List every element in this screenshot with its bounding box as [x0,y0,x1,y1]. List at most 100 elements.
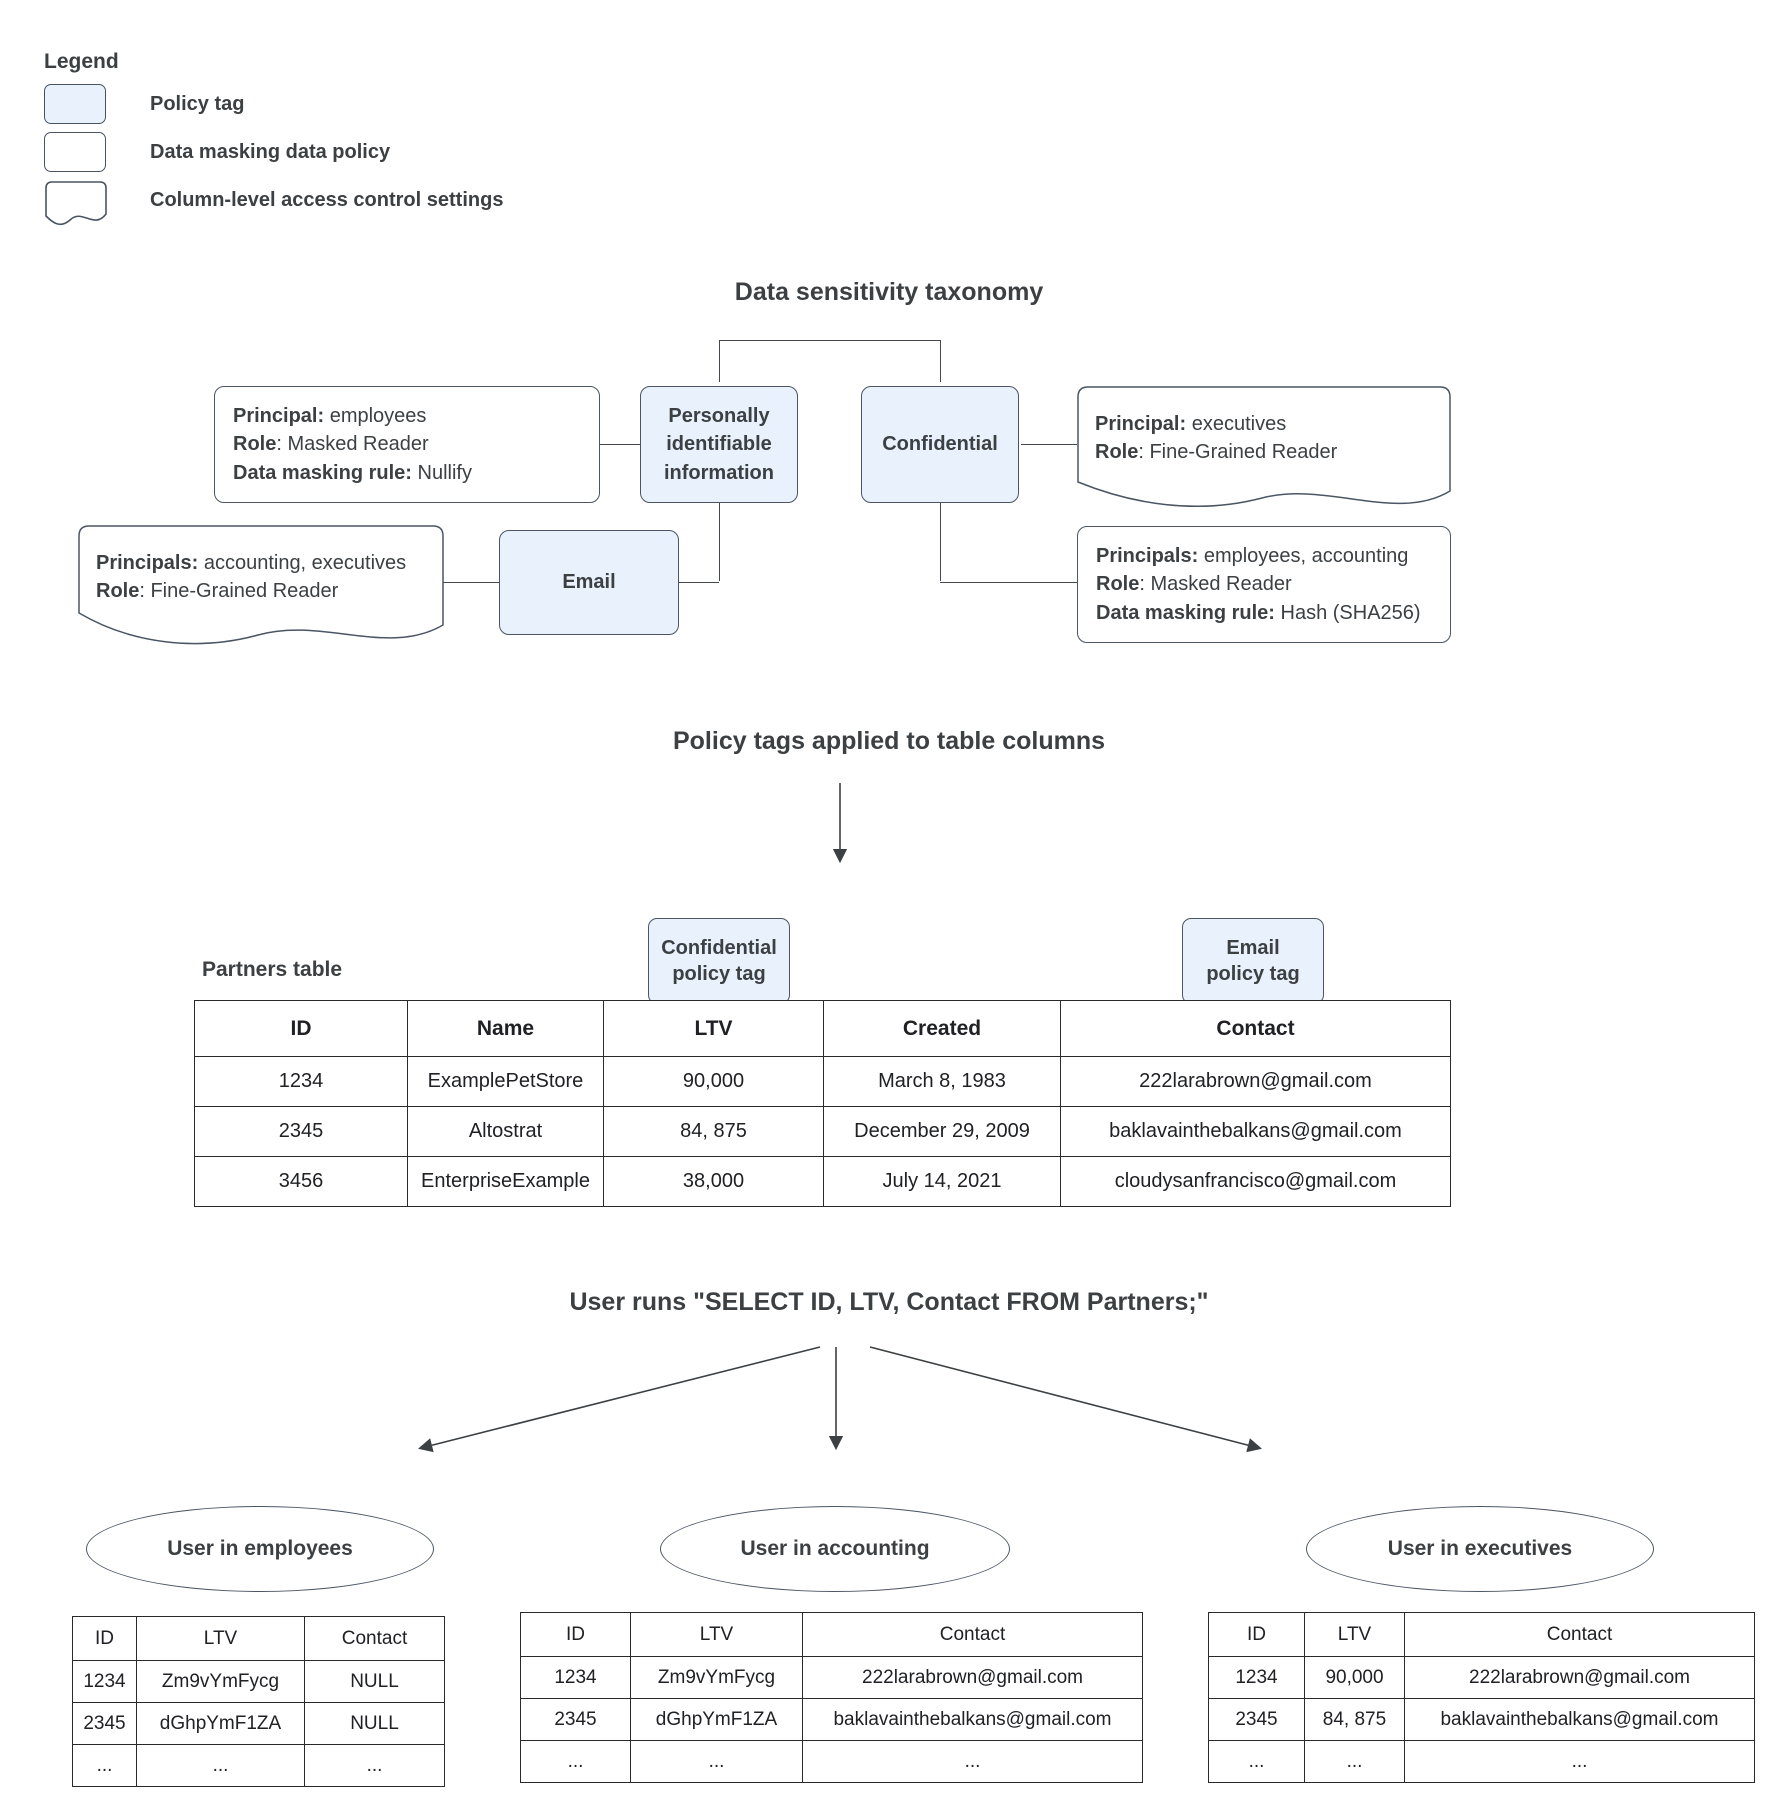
label-principal: Principal: [233,404,325,427]
value-masking-rule: Hash (SHA256) [1274,601,1421,624]
chip-line-1: Confidential [661,937,777,959]
connector-confidential-top [940,340,942,382]
partners-table-caption: Partners table [202,958,343,981]
cell-ltv: 38,000 [603,1156,824,1207]
role-node-executives: User in executives [1306,1506,1654,1592]
chip-line-2: policy tag [672,963,766,985]
cell-id: 1234 [1208,1656,1305,1699]
email-access-principal-line: Principals: accounting, executives [96,549,426,577]
cell-contact: ... [802,1740,1143,1783]
role-node-label: User in executives [1387,1537,1573,1560]
cell-ltv: ... [1304,1740,1405,1783]
cell-id: 1234 [72,1660,137,1703]
policy-tag-chip-email[interactable]: Email policy tag [1182,918,1324,1004]
policy-tag-swatch-icon [44,84,106,124]
cell-ltv: 84, 875 [1304,1698,1405,1741]
label-role: Role [1095,441,1139,464]
cell-id: ... [72,1744,137,1787]
value-principal: employees [324,404,427,427]
confidential-access-role-line: Role: Fine-Grained Reader [1095,438,1433,466]
value-principals: accounting, executives [198,552,407,574]
column-header-id: ID [194,1000,408,1057]
table-row: 1234 ExamplePetStore 90,000 March 8, 198… [194,1056,1451,1107]
cell-created: December 29, 2009 [823,1106,1061,1157]
label-role: Role [1096,573,1140,596]
table-row: 3456 EnterpriseExample 38,000 July 14, 2… [194,1156,1451,1207]
cell-contact: 222larabrown@gmail.com [1060,1056,1451,1107]
applied-section-title: Policy tags applied to table columns [672,727,1106,755]
connector-pii-top [719,340,721,382]
column-header-contact: Contact [1060,1000,1451,1057]
label-masking-rule: Data masking rule: [1096,601,1275,624]
cell-contact: baklavainthebalkans@gmail.com [1404,1698,1755,1741]
confidential-data-masking-policy-box: Principals: employees, accounting Role: … [1077,526,1451,643]
pii-policy-principal-line: Principal: employees [233,402,581,430]
policy-tag-pii-label: Personally identifiable information [664,404,774,484]
policy-tag-email-label: Email [562,571,616,594]
chip-line-1: Email [1226,937,1280,959]
column-header-created: Created [823,1000,1061,1057]
column-header-id: ID [72,1616,137,1661]
result-table-accounting-wrapper: ID LTV Contact 1234 Zm9vYmFycg 222larabr… [520,1612,1143,1783]
result-table-employees-wrapper: ID LTV Contact 1234 Zm9vYmFycg NULL 2345… [72,1616,445,1787]
connector-confidential-to-masking-h [940,582,1077,584]
cell-ltv: Zm9vYmFycg [136,1660,305,1703]
role-node-employees: User in employees [86,1506,434,1592]
value-role: : Fine-Grained Reader [139,580,339,603]
table-row: 2345 dGhpYmF1ZA NULL [72,1702,445,1745]
chip-line-2: policy tag [1206,963,1300,985]
label-principals: Principals: [96,552,199,574]
table-row: ... ... ... [72,1744,445,1787]
table-header-row: ID LTV Contact [520,1612,1143,1657]
partners-table: ID Name LTV Created Contact 1234 Example… [194,1000,1451,1207]
table-row: ... ... ... [1208,1740,1755,1783]
policy-tag-pii[interactable]: Personally identifiable information [640,386,798,503]
cell-name: Altostrat [407,1106,604,1157]
column-header-name: Name [407,1000,604,1057]
value-masking-rule: Nullify [411,461,472,484]
partners-table-wrapper: ID Name LTV Created Contact 1234 Example… [194,1000,1451,1207]
policy-tag-confidential-label: Confidential [882,433,998,456]
cell-contact: ... [1404,1740,1755,1783]
role-node-label: User in accounting [740,1537,930,1560]
legend-item-label: Column-level access control settings [150,188,504,211]
legend: Legend Policy tag Data masking data poli… [44,50,644,228]
table-row: 2345 dGhpYmF1ZA baklavainthebalkans@gmai… [520,1698,1143,1741]
label-masking-rule: Data masking rule: [233,461,412,484]
column-header-ltv: LTV [630,1612,803,1657]
cell-ltv: dGhpYmF1ZA [136,1702,305,1745]
table-row: 1234 90,000 222larabrown@gmail.com [1208,1656,1755,1699]
cell-contact: baklavainthebalkans@gmail.com [1060,1106,1451,1157]
cell-ltv: ... [630,1740,803,1783]
column-header-contact: Contact [802,1612,1143,1657]
cell-contact: NULL [304,1702,445,1745]
table-header-row: ID Name LTV Created Contact [194,1000,1451,1057]
legend-item-column-access: Column-level access control settings [44,180,644,226]
connector-confidential-to-access [1021,444,1077,446]
cell-id: ... [520,1740,631,1783]
policy-tag-email[interactable]: Email [499,530,679,635]
connector-pii-to-masking [600,444,640,446]
legend-item-label: Policy tag [150,92,245,115]
connector-email-to-access [440,582,500,584]
column-header-ltv: LTV [136,1616,305,1661]
cell-contact: ... [304,1744,445,1787]
role-node-label: User in employees [167,1537,353,1560]
taxonomy-section-title: Data sensitivity taxonomy [734,278,1044,306]
policy-tag-confidential[interactable]: Confidential [861,386,1019,503]
legend-item-data-policy: Data masking data policy [44,132,644,172]
confidential-masking-principal-line: Principals: employees, accounting [1096,542,1432,570]
cell-id: ... [1208,1740,1305,1783]
cell-created: July 14, 2021 [823,1156,1061,1207]
label-principals: Principals: [1096,544,1199,567]
arrow-query-to-executives [869,1346,1262,1453]
policy-tag-chip-confidential[interactable]: Confidential policy tag [648,918,790,1004]
result-table-executives: ID LTV Contact 1234 90,000 222larabrown@… [1208,1612,1755,1783]
legend-item-label: Data masking data policy [150,140,391,163]
arrow-query-to-employees [418,1346,821,1453]
table-row: 2345 84, 875 baklavainthebalkans@gmail.c… [1208,1698,1755,1741]
cell-ltv: 90,000 [603,1056,824,1107]
email-access-role-line: Role: Fine-Grained Reader [96,577,426,605]
cell-id: 2345 [1208,1698,1305,1741]
